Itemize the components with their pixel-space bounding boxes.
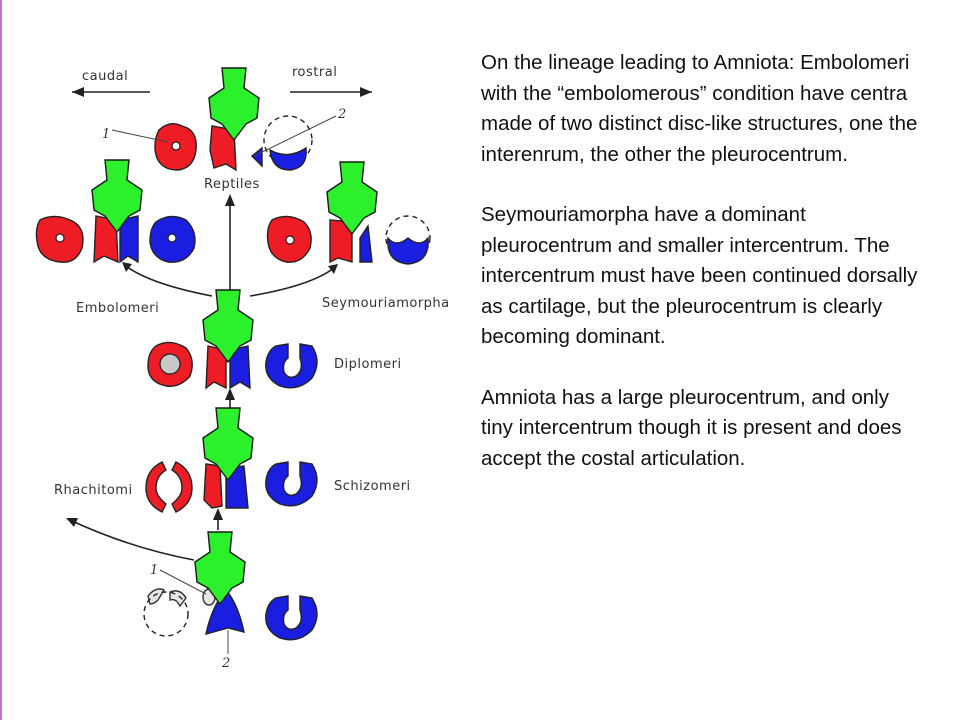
notochord-hole <box>167 233 177 243</box>
rhachitomi-label: Rhachitomi <box>54 483 133 498</box>
seymouriamorpha-blue-centrum <box>387 236 429 265</box>
primitive-neural-arch <box>194 531 246 605</box>
seymouriamorpha-label: Seymouriamorpha <box>322 296 450 311</box>
schizomeri-label: Schizomeri <box>334 479 411 494</box>
diplomeri-blue-disc <box>229 345 251 390</box>
diplomeri-label: Diplomeri <box>334 357 402 372</box>
notochord-hole <box>55 233 65 243</box>
leader-1 <box>111 129 169 143</box>
seymouriamorpha-small-intercentrum <box>359 224 373 263</box>
schizomeri-pleurocentrum <box>265 461 318 507</box>
description-panel: On the lineage leading to Amniota: Embol… <box>481 48 921 504</box>
rostral-label: rostral <box>292 65 337 80</box>
paragraph-amniota: Amniota has a large pleurocentrum, and o… <box>481 385 902 470</box>
marker-2-bottom: 2 <box>221 656 230 671</box>
schizomeri-vertebra-group: Schizomeri Rhachitomi <box>54 407 411 513</box>
primitive-pleurocentrum <box>205 588 245 635</box>
embolomeri-blue-disc <box>119 215 139 264</box>
paragraph-embolomeri: On the lineage leading to Amniota: Embol… <box>481 51 918 166</box>
primitive-blue-centrum <box>265 595 318 641</box>
evolution-arrows <box>66 194 338 561</box>
rhachitomi-right-arc <box>171 461 193 513</box>
schizomeri-red-disc <box>203 463 223 509</box>
rhachitomi-left-arc <box>145 461 167 513</box>
primitive-dashed-centrum <box>143 591 189 637</box>
primitive-vertebra-group: 1 2 <box>143 531 318 671</box>
left-border-line <box>0 0 2 720</box>
leader-2 <box>253 115 337 157</box>
seymouriamorpha-dashed-centrum <box>385 215 431 261</box>
paragraph-seymouriamorpha: Seymouriamorpha have a dominant pleuroce… <box>481 203 918 348</box>
primitive-arc-right <box>169 590 187 608</box>
marker-1-top: 1 <box>102 127 110 142</box>
diplomeri-pleurocentrum <box>265 343 318 389</box>
caudal-label: caudal <box>82 69 128 84</box>
notochord-hole <box>285 235 295 245</box>
reptiles-label: Reptiles <box>204 177 260 192</box>
vertebrae-evolution-diagram: caudal rostral 1 2 Reptiles <box>35 65 450 671</box>
embolomeri-label: Embolomeri <box>76 301 159 316</box>
reptiles-blue-centrum <box>269 146 307 171</box>
diplomeri-vertebra-group: Diplomeri <box>147 289 402 390</box>
reptiles-small-intercentrum <box>250 146 263 168</box>
leader-1-bottom <box>159 569 207 595</box>
marker-2-top: 2 <box>337 107 346 122</box>
marker-1-bottom: 1 <box>150 563 158 578</box>
seymouriamorpha-vertebra-group <box>266 161 431 265</box>
notochord-hole <box>159 353 181 375</box>
notochord-hole <box>171 141 181 151</box>
reptiles-vertebra-group: 1 2 Reptiles <box>102 67 346 192</box>
embolomeri-vertebra-group <box>35 159 196 264</box>
direction-indicator: caudal rostral <box>72 65 372 97</box>
primitive-arc-left <box>147 588 165 605</box>
